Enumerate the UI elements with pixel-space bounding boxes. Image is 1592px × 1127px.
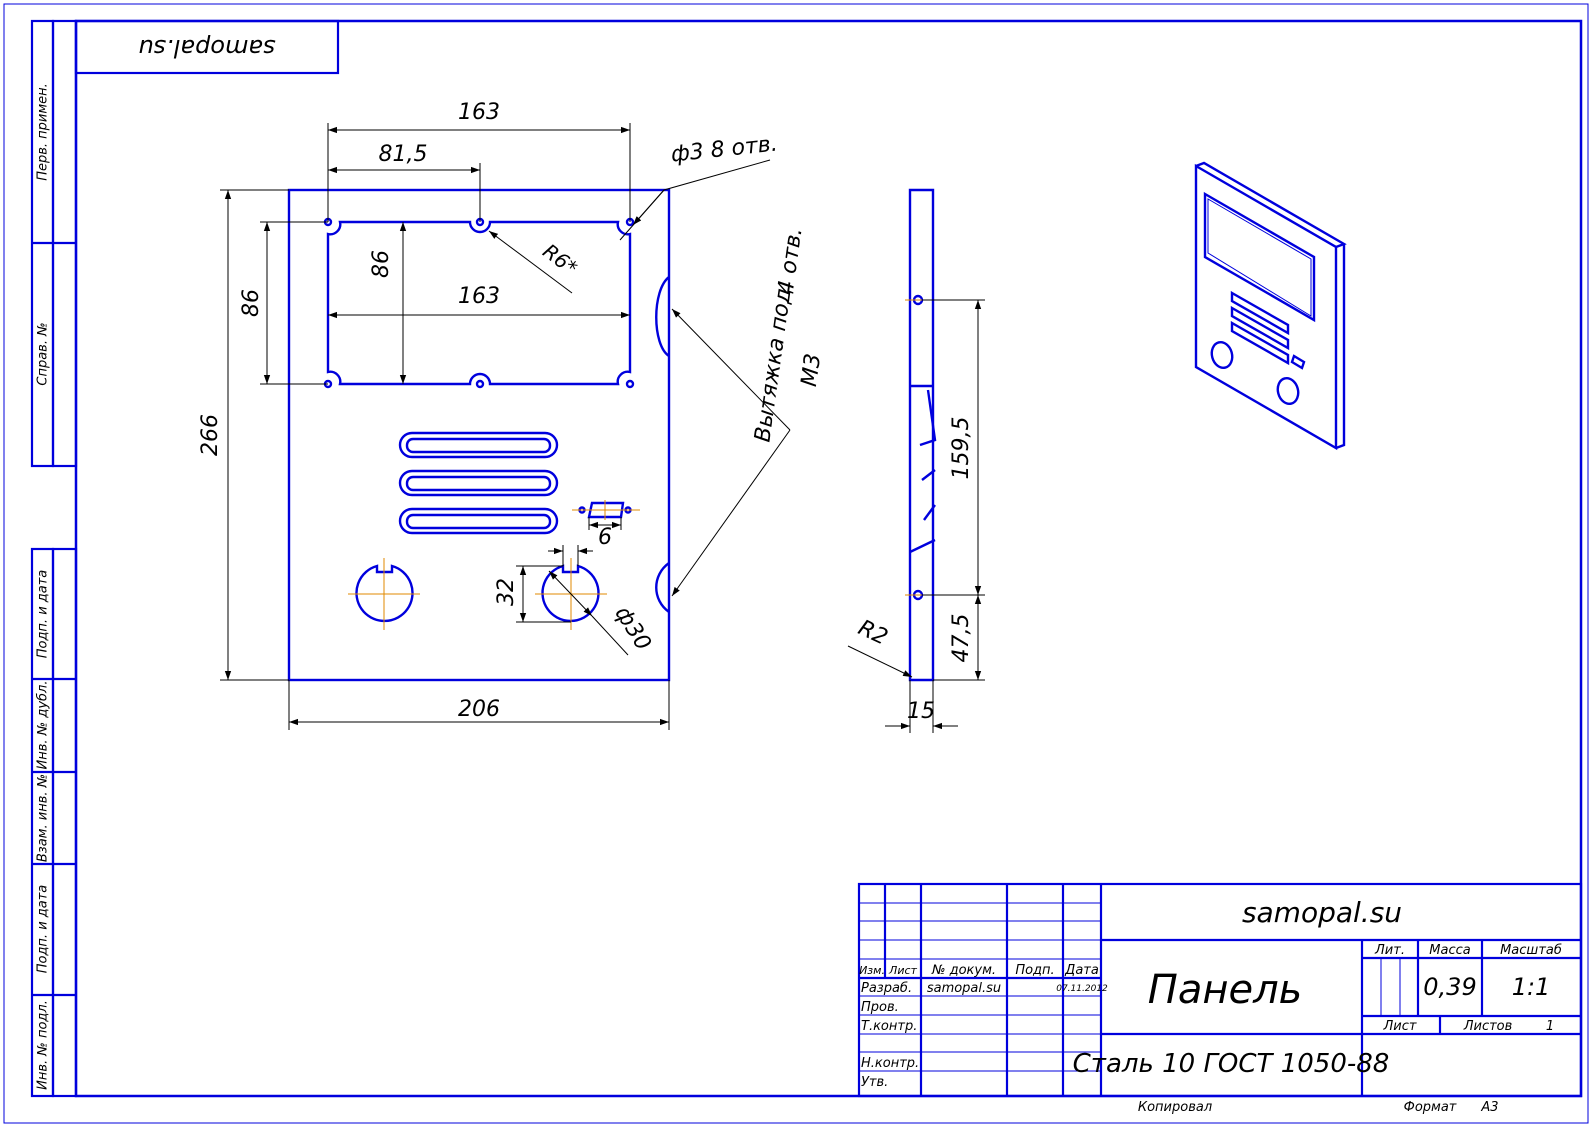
title-material: Сталь 10 ГОСТ 1050-88	[1073, 1049, 1390, 1079]
radius-note: R6*	[538, 239, 582, 280]
title-block	[857, 882, 1583, 1098]
side-radius-note: R2	[854, 616, 891, 651]
side-view: 159,5 47,5 15 R2	[847, 188, 985, 733]
mass-value: 0,39	[1423, 973, 1476, 1001]
col-list: Лист	[888, 964, 917, 977]
dim-window-width: 163	[458, 284, 500, 309]
title-org: samopal.su	[1242, 896, 1402, 929]
label-inv-podl: Инв. № подл.	[36, 1000, 51, 1090]
round-holes	[348, 500, 640, 630]
dim-slot-width: 6	[598, 525, 612, 550]
col-sign: Подп.	[1015, 963, 1054, 978]
front-dimensions	[220, 123, 791, 730]
window-cutout	[326, 220, 632, 386]
sheets-value: 1	[1546, 1019, 1554, 1034]
row-utv: Утв.	[861, 1075, 888, 1090]
label-sprav-no: Справ. №	[36, 322, 51, 385]
dim-circle-height: 32	[494, 578, 519, 606]
format-value: А3	[1480, 1100, 1498, 1115]
vent-slots	[398, 431, 559, 535]
title-name: Панель	[1148, 967, 1303, 1013]
note-extrusion-line1: Вытяжка под	[750, 287, 796, 444]
col-date: Дата	[1064, 963, 1099, 978]
note-extrusion-count: 4 отв.	[774, 226, 808, 296]
panel-outline	[287, 188, 671, 682]
row-nkontr: Н.контр.	[861, 1056, 919, 1071]
dim-thickness: 15	[907, 699, 935, 724]
top-stamp-text: samopal.su	[138, 34, 275, 62]
col-izm: Изм.	[859, 964, 885, 977]
label-inv-dubl: Инв. № дубл.	[36, 681, 51, 770]
dim-half: 81,5	[379, 142, 428, 167]
sheet-outer-border	[3, 3, 1589, 1124]
lit-label: Лит.	[1374, 943, 1405, 958]
copied-label: Копировал	[1138, 1100, 1212, 1115]
side-dimensions	[847, 299, 985, 733]
scale-label: Масштаб	[1500, 943, 1562, 958]
row-prov: Пров.	[861, 1000, 899, 1015]
dim-total-height: 266	[198, 414, 223, 456]
isometric-view	[1194, 161, 1347, 451]
format-label: Формат	[1404, 1100, 1457, 1115]
razrab-name: samopal.su	[927, 981, 1001, 996]
col-doc: № докум.	[931, 963, 996, 978]
dim-hole-spacing: 159,5	[949, 417, 974, 480]
razrab-date: 07.11.2012	[1056, 984, 1108, 994]
label-vzam-inv: Взам. инв. №	[36, 774, 51, 862]
dim-total-width: 206	[458, 697, 500, 722]
label-perv-primen: Перв. примен.	[36, 83, 51, 181]
row-razrab: Разраб.	[861, 981, 912, 996]
mass-label: Масса	[1429, 943, 1470, 958]
dim-bottom-offset: 47,5	[949, 614, 974, 663]
left-side-strips	[30, 19, 78, 1098]
dim-window-height-outer: 86	[239, 289, 264, 317]
scale-value: 1:1	[1512, 973, 1551, 1001]
dim-circle-diameter: ф30	[610, 602, 656, 655]
sheet-label: Лист	[1383, 1019, 1417, 1034]
front-view: 163 81,5 ф3 8 отв. R6* 86 163 86 266 206…	[198, 100, 826, 730]
label-podp-data-2: Подп. и дата	[36, 885, 51, 974]
sheets-label: Листов	[1463, 1019, 1513, 1034]
row-tkontr: Т.контр.	[861, 1019, 917, 1034]
sheet-frame	[74, 19, 1583, 1098]
dim-window-height-inner: 86	[369, 250, 394, 278]
side-profile	[908, 188, 935, 682]
label-podp-data-1: Подп. и дата	[36, 570, 51, 659]
note-extrusion-line2: М3	[797, 352, 826, 388]
dim-width-top: 163	[458, 100, 500, 125]
extrusion-tabs	[655, 276, 670, 613]
